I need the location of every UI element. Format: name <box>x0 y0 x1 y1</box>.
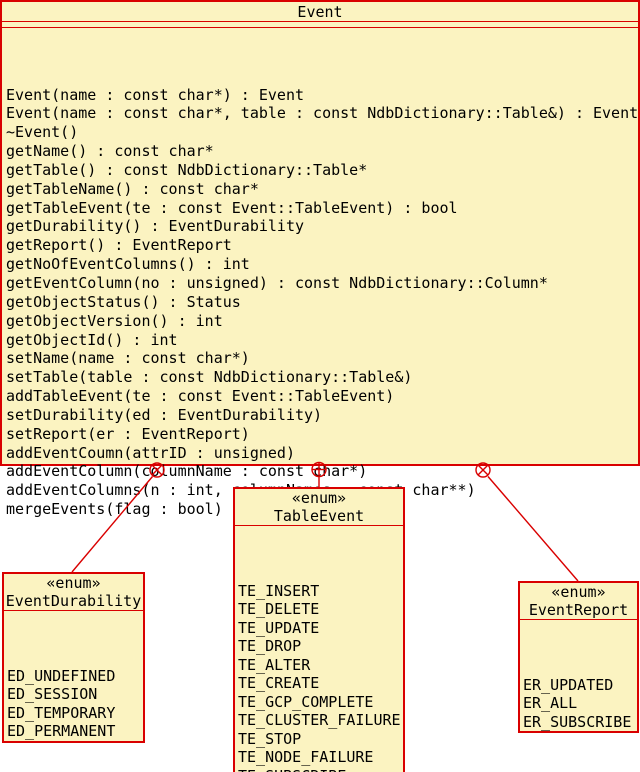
method-entry: Event(name : const char*, table : const … <box>6 104 639 123</box>
method-entry: getDurability() : EventDurability <box>6 217 305 236</box>
method-entry: getEventColumn(no : unsigned) : const Nd… <box>6 273 548 292</box>
method-entry: setName(name : const char*) <box>6 349 250 368</box>
enum-value: ER_SUBSCRIBE <box>523 712 632 731</box>
attributes-compartment <box>2 22 638 28</box>
enum-value: ED_TEMPORARY <box>7 703 116 722</box>
method-entry: addTableEvent(te : const Event::TableEve… <box>6 387 395 406</box>
enum-value: ER_UPDATED <box>523 675 614 694</box>
enum-stereotype: «enum» <box>291 489 347 507</box>
method-entry: getNoOfEventColumns() : int <box>6 255 250 274</box>
method-entry: getObjectStatus() : Status <box>6 292 241 311</box>
method-entry: getObjectVersion() : int <box>6 311 223 330</box>
class-title: Event <box>2 2 638 22</box>
method-entry: getTableName() : const char* <box>6 179 259 198</box>
method-entry: setReport(er : EventReport) <box>6 424 250 443</box>
method-entry: getTableEvent(te : const Event::TableEve… <box>6 198 458 217</box>
enum-name: EventDurability <box>5 592 142 610</box>
enum-value: TE_SUBSCRIBE <box>238 767 403 772</box>
enum-value: TE_GCP_COMPLETE <box>238 692 374 711</box>
method-entry: getReport() : EventReport <box>6 236 232 255</box>
enum-value: TE_STOP <box>238 729 302 748</box>
enum-value: TE_ALTER <box>238 655 311 674</box>
method-entry: ~Event() <box>6 123 79 142</box>
method-entry: addEventColumn(columnName : const char*) <box>6 462 368 481</box>
enum-value: TE_CLUSTER_FAILURE <box>238 711 401 729</box>
enum-title: «enum» EventDurability <box>4 574 143 611</box>
method-entry: getName() : const char* <box>6 142 214 161</box>
enum-stereotype: «enum» <box>551 583 606 601</box>
enum-title: «enum» EventReport <box>520 583 637 620</box>
method-entry: addEventCoumn(attrID : unsigned) <box>6 443 295 462</box>
enum-value: ED_PERMANENT <box>7 722 116 740</box>
method-entry: getObjectId() : int <box>6 330 178 349</box>
enum-value: ED_UNDEFINED <box>7 666 116 685</box>
enum-value: ER_ALL <box>523 694 578 712</box>
enum-stereotype: «enum» <box>46 574 101 592</box>
method-entry: Event(name : const char*) : Event <box>6 85 305 104</box>
enum-value: TE_CREATE <box>238 674 320 692</box>
method-entry: getTable() : const NdbDictionary::Table* <box>6 160 368 179</box>
enum-name: TableEvent <box>273 507 365 525</box>
enum-value: TE_NODE_FAILURE <box>238 748 374 766</box>
enum-name: EventReport <box>528 601 629 619</box>
enum-value: ED_SESSION <box>7 685 98 703</box>
enum-value: TE_UPDATE <box>238 618 320 637</box>
method-entry: setTable(table : const NdbDictionary::Ta… <box>6 368 413 387</box>
enum-value: TE_INSERT <box>238 581 320 600</box>
enum-value: TE_DELETE <box>238 600 320 618</box>
enum-title: «enum» TableEvent <box>235 489 403 526</box>
method-entry: setDurability(ed : EventDurability) <box>6 405 323 424</box>
enum-value: TE_DROP <box>238 637 302 655</box>
